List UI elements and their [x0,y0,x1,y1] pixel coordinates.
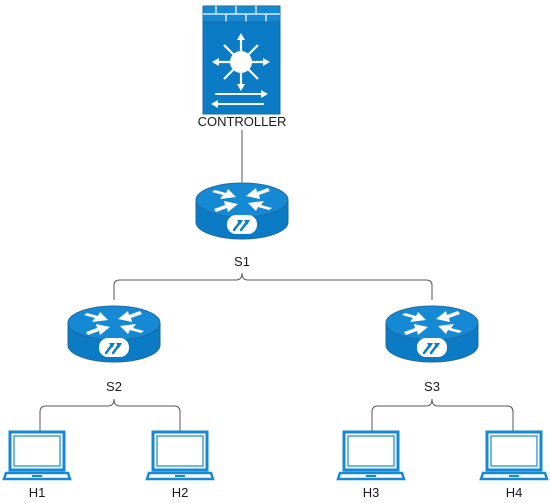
laptop-icon [2,430,72,481]
switch-s1: S1 [194,181,290,269]
host-label: H4 [506,485,523,500]
host-label: H2 [172,485,189,500]
link-s2-bracket [39,398,181,432]
link-s3-bracket [371,398,514,432]
switch-s2: S2 [66,304,162,394]
switch-label: S1 [234,254,250,269]
router-switch-icon [66,304,162,364]
host-label: H3 [363,485,380,500]
switch-label: S3 [424,379,440,394]
host-h1: H1 [2,430,72,500]
host-h4: H4 [479,430,549,500]
laptop-icon [336,430,406,481]
host-h2: H2 [145,430,215,500]
link-s1-bracket [113,272,433,300]
connections [39,130,514,432]
controller-node: CONTROLLER [198,5,287,129]
host-label: H1 [29,485,46,500]
switch-label: S2 [106,379,122,394]
router-switch-icon [384,304,480,364]
controller-firewall-icon [202,5,281,115]
laptop-icon [479,430,549,481]
router-switch-icon [194,181,290,241]
host-h3: H3 [336,430,406,500]
switch-s3: S3 [384,304,480,394]
laptop-icon [145,430,215,481]
controller-label: CONTROLLER [198,114,287,129]
